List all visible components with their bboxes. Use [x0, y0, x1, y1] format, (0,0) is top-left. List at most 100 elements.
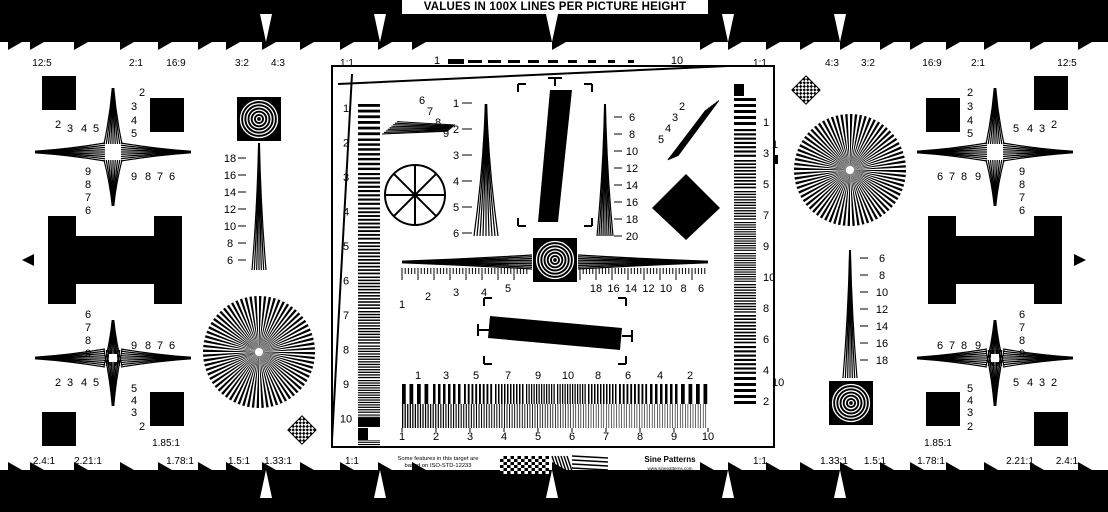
side-arrow: [0, 255, 14, 265]
star-wedge: [259, 352, 274, 407]
right-column-bar: [734, 341, 756, 344]
star-wedge: [850, 119, 876, 170]
corner-scale-label: 4: [1027, 123, 1033, 135]
left-column-bar: [358, 446, 380, 448]
concentric-circle-box: [237, 97, 281, 141]
corner-scale-label: 6: [169, 340, 175, 352]
corner-scale-label: 8: [85, 179, 91, 191]
star-wedge: [812, 170, 850, 213]
star-wedge: [850, 170, 906, 173]
bar-pattern-top: [681, 384, 685, 404]
left-column-bar: [358, 230, 380, 233]
star-wedge: [796, 170, 850, 190]
left-column-bar: [358, 255, 380, 258]
bar-pattern-top: [612, 384, 614, 404]
aspect-ratio-label: 1.5:1: [228, 456, 251, 467]
center-fan-label: 16: [626, 197, 638, 209]
left-column-end: [368, 428, 380, 440]
strip-arrow: [158, 42, 172, 50]
checker-cell: [542, 459, 546, 462]
bar-pattern-top: [579, 384, 581, 404]
diagonal-fan-line: [387, 128, 451, 130]
bar-pattern-top: [703, 384, 708, 404]
corner-scale-label: 6: [937, 340, 943, 352]
star-wedge: [808, 170, 850, 210]
left-column-bar: [358, 361, 380, 363]
top-scale-label: 10: [671, 55, 683, 67]
checker-cell: [514, 468, 518, 471]
corner-square: [926, 392, 960, 426]
bar-pattern-top: [533, 384, 535, 404]
star-wedge: [259, 352, 283, 404]
bar-pattern-bottom: [618, 404, 620, 428]
left-column-bar: [358, 269, 380, 271]
bar-pattern-bottom: [580, 404, 582, 428]
star-wedge: [835, 115, 850, 170]
left-column-bar: [358, 322, 380, 324]
bar-pattern-bottom: [636, 404, 638, 428]
left-column-bar: [358, 416, 380, 418]
center-horizontal-label: 5: [505, 283, 511, 295]
right-column-bar: [734, 289, 756, 291]
aspect-ratio-label: 3:2: [861, 58, 875, 69]
corner-scale-label: 5: [967, 128, 973, 140]
corner-scale-label: 5: [93, 123, 99, 135]
right-column-bar: [734, 292, 756, 294]
left-column-bar: [358, 202, 380, 205]
star-wedge: [259, 352, 315, 360]
left-column-bar: [358, 380, 380, 382]
left-column-bar: [358, 109, 380, 113]
strip-arrow: [700, 462, 714, 470]
bar-pattern-top: [634, 384, 636, 404]
right-column-bar: [734, 224, 756, 226]
corner-fan: [995, 159, 1005, 207]
bar-pattern-bottom: [526, 404, 528, 428]
bar-bottom-label: 10: [702, 431, 714, 443]
star-wedge: [826, 118, 850, 170]
corner-scale-label: 2: [55, 119, 61, 131]
left-column-label: 9: [343, 379, 349, 391]
bar-pattern-bottom: [404, 404, 406, 428]
center-horizontal-label: 4: [481, 287, 487, 299]
strip-arrow: [340, 42, 354, 50]
star-wedge: [815, 170, 850, 216]
strip-arrow: [74, 42, 88, 50]
checker-cell: [507, 462, 511, 465]
right-column-bar: [734, 201, 756, 204]
bar-pattern-top: [536, 384, 538, 404]
right-column-bar: [734, 235, 756, 237]
star-wedge: [203, 352, 259, 357]
bar-pattern-top: [603, 384, 605, 404]
right-column-bar: [734, 273, 756, 275]
aspect-ratio-label: 1.33:1: [264, 456, 292, 467]
bar-pattern-bottom: [455, 404, 457, 428]
bar-pattern-bottom: [608, 404, 610, 428]
left-column-bar: [358, 104, 380, 107]
corner-scale-label: 3: [67, 377, 73, 389]
center-fan-label: 5: [453, 202, 459, 214]
center-horizontal-label: 1: [399, 299, 405, 311]
star-wedge: [259, 352, 315, 365]
vertical-wedge-label: 6: [879, 253, 885, 265]
star-wedge: [850, 170, 905, 187]
right-column-bar: [734, 395, 756, 398]
left-column-bar: [358, 382, 380, 384]
corner-scale-label: 5: [1013, 123, 1019, 135]
bar-pattern-bottom: [552, 404, 554, 428]
left-column-bar: [358, 218, 380, 221]
star-center: [846, 166, 854, 174]
right-column-bar: [734, 191, 756, 193]
bar-pattern-top: [528, 384, 530, 404]
star-wedge: [206, 330, 259, 352]
strip-arrow: [984, 462, 998, 470]
right-column-bar: [734, 199, 756, 201]
strip-arrow: [984, 42, 998, 50]
left-column-bar: [358, 330, 380, 333]
left-column-bar: [358, 162, 380, 166]
strip-arrow: [728, 42, 742, 50]
star-wedge: [259, 328, 311, 352]
top-scale-bar: [568, 60, 577, 63]
corner-fan: [120, 152, 192, 162]
footer-slant: [571, 471, 609, 475]
star-wedge: [226, 304, 259, 352]
